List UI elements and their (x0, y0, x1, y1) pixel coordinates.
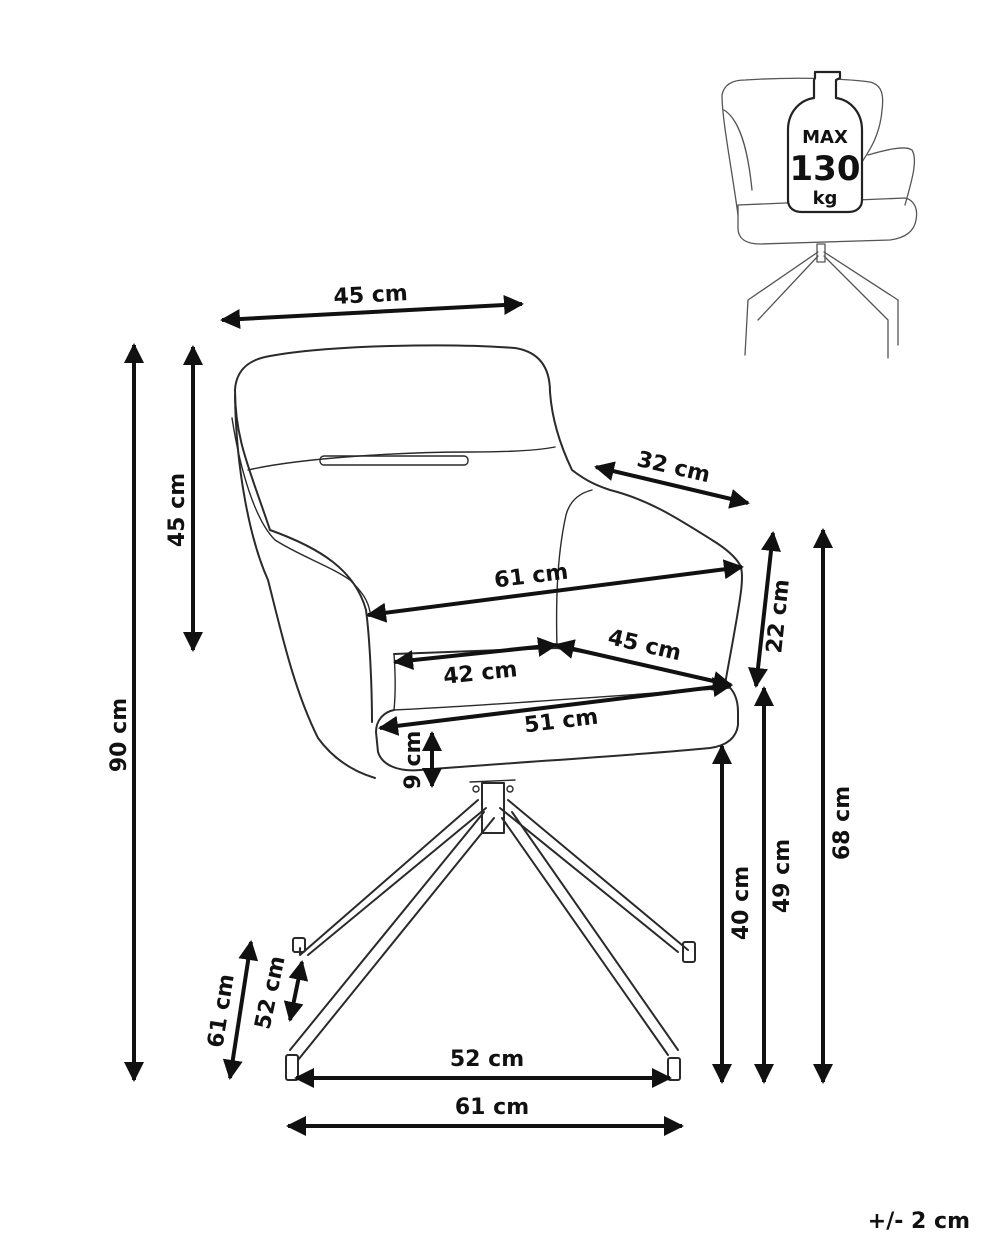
backrest-rim (231, 417, 371, 613)
thumb-chair-inner (723, 109, 753, 191)
weight-bag-icon (786, 70, 864, 214)
badge-line-max: MAX (802, 127, 848, 148)
label-armrest-length: 32 cm (634, 447, 712, 488)
arrow-seat-back-width (393, 636, 558, 671)
arrow-seat-front-width (378, 677, 733, 736)
leg-front-right-b (511, 811, 679, 1051)
label-arm-height: 68 cm (830, 786, 855, 860)
mount-plate (469, 779, 516, 783)
label-seat-top-height: 49 cm (770, 839, 795, 913)
backrest-outline (234, 344, 743, 723)
arrow-armrest-length (594, 461, 750, 509)
label-seat-back-width: 42 cm (442, 657, 518, 690)
swivel-column (481, 782, 505, 834)
label-top-width: 45 cm (333, 281, 408, 310)
label-base-front-61: 61 cm (455, 1095, 529, 1120)
label-total-height: 90 cm (107, 698, 132, 772)
arrow-width-at-arms (366, 559, 744, 623)
thumb-leg-3 (757, 255, 819, 321)
thumb-chair-seat (737, 197, 918, 245)
thumb-leg-1 (744, 251, 819, 356)
leg-back-right-a (507, 799, 689, 951)
weight-capacity-thumbnail: MAX 130 kg (721, 70, 918, 359)
base-legs (285, 799, 696, 1081)
thumb-chair-arm (867, 147, 916, 206)
badge-line-value: 130 (790, 149, 861, 189)
back-slot (319, 455, 469, 466)
label-width-at-arms: 61 cm (493, 560, 570, 594)
arrow-top-width (220, 294, 524, 330)
back-seam (247, 446, 556, 471)
shell-left-side (234, 394, 376, 779)
leg-back-left-b (307, 807, 487, 956)
label-seat-height: 40 cm (729, 866, 754, 940)
thumb-leg-4 (823, 255, 889, 359)
leg-back-right-b (499, 807, 679, 953)
chair-illustration (231, 344, 743, 1081)
leg-back-left-a (299, 799, 479, 956)
leg-front-left-b (297, 817, 495, 1061)
label-seat-thickness: 9 cm (401, 731, 426, 790)
label-back-height: 45 cm (165, 473, 190, 547)
label-base-side-52: 52 cm (251, 954, 291, 1032)
bolt-left (472, 785, 480, 793)
thumb-chair-back (721, 77, 884, 216)
label-base-front-52: 52 cm (450, 1047, 524, 1072)
foot-back-left (292, 937, 306, 953)
badge-line-unit: kg (813, 188, 838, 209)
foot-front-left (285, 1054, 299, 1081)
thumb-column (816, 243, 826, 263)
leg-front-left-a (289, 811, 485, 1051)
foot-back-right (682, 941, 696, 963)
dimension-arrows (124, 294, 833, 1136)
arrow-base-side-61 (222, 940, 259, 1080)
leg-front-right-a (501, 817, 669, 1056)
tolerance-note: +/- 2 cm (868, 1209, 970, 1234)
bolt-right (506, 785, 514, 793)
thumb-leg-2 (823, 251, 899, 346)
dimension-labels: 45 cm 45 cm 90 cm 32 cm 22 cm 61 cm 42 c… (107, 281, 855, 1120)
arrow-armrest-height (748, 531, 781, 688)
seat-back-edge (393, 653, 396, 711)
arrow-base-side-52 (283, 960, 309, 1022)
